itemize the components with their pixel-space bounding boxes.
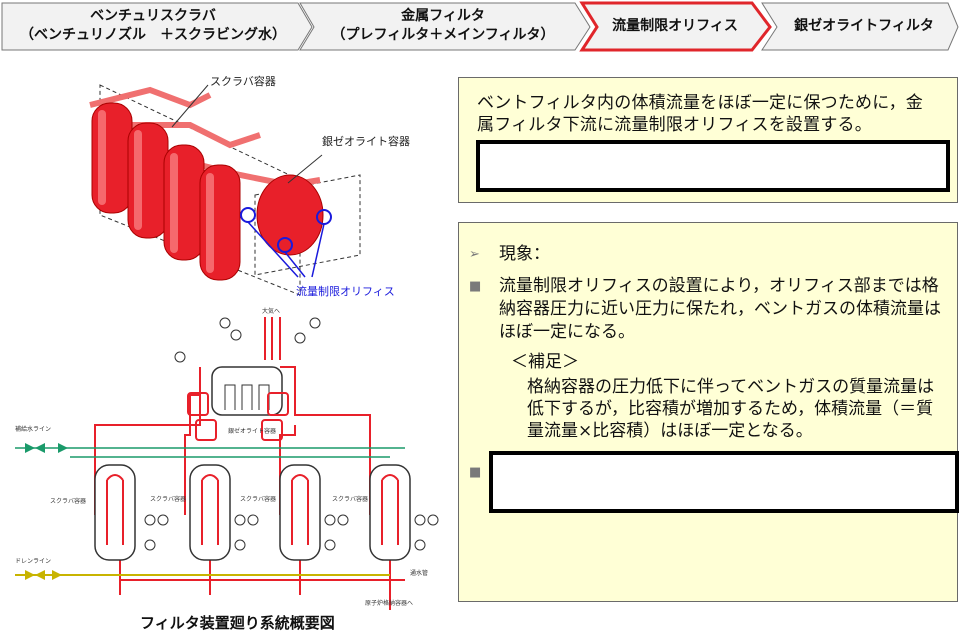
step-1: ベンチュリスクラバ （ベンチュリノズル ＋スクラビング水） [8,0,298,52]
vessel-label-4: スクラバ容器 [332,495,368,503]
filter-3d-illustration: スクラバ容器 銀ゼオライト容器 流量制限オリフィス [89,74,410,298]
system-schematic: 大気へ 銀ゼオライト容器 [15,307,439,610]
instrument-bubbles [174,317,321,363]
step-4-shape [761,2,959,51]
drain-valves [25,570,62,580]
supplement-heading: ＜補足＞ [511,352,579,372]
zeolite-small-label: 銀ゼオライト容器 [228,427,276,435]
step-3: 流量制限オリフィス [596,0,754,52]
vessel-label-1: スクラバ容器 [50,497,86,505]
step-2-subtitle: （プレフィルタ＋メインフィルタ） [331,27,555,43]
phenomenon-box: ➢ 現象： ■ 流量制限オリフィスの設置により，オリフィス部までは格納容器圧力に… [458,222,959,602]
zeolite-unit [211,366,283,416]
square-bullet-icon: ■ [469,279,482,294]
purpose-box: ベントフィルタ内の体積流量をほぼ一定に保つために，金属フィルタ下流に流量制限オリ… [458,77,958,203]
step-1-title: ベンチュリスクラバ [90,8,216,24]
vessel-label-3: スクラバ容器 [240,495,276,503]
orifice-label: 流量制限オリフィス [296,284,395,298]
redacted-bullet-row: ■ [469,461,493,485]
makeup-water-label: 補給水ライン [15,425,51,433]
phenomenon-heading-row: ➢ 現象： [469,243,949,267]
scrubber-label: スクラバ容器 [210,74,276,88]
orifice-leaders [247,221,325,278]
vessel-label-2: スクラバ容器 [150,495,186,503]
scrubber-vessel-group [94,464,411,561]
square-bullet-icon-2: ■ [469,465,482,480]
pipe-label: 通水管 [410,569,428,577]
purpose-text: ベントフィルタ内の体積流量をほぼ一定に保つために，金属フィルタ下流に流量制限オリ… [477,93,924,135]
zeolite-vessel [256,174,324,256]
step-3-title: 流量制限オリフィス [612,17,738,34]
containment-line-label: 原子炉格納容器へ [365,599,413,607]
phenomenon-description-row: ■ 流量制限オリフィスの設置により，オリフィス部までは格納容器圧力に近い圧力に保… [469,275,949,347]
step-4-title: 銀ゼオライトフィルタ [794,17,934,34]
redacted-block-2 [489,451,959,513]
process-lines-red [94,317,405,610]
zeolite-frame [254,174,361,276]
steps-shapes [1,1,959,52]
step-2-title: 金属フィルタ [401,8,485,24]
vent-to-atmosphere: 大気へ [262,307,280,315]
redacted-block-1 [476,140,950,192]
water-valves [25,443,68,453]
scrubber-vessels [91,102,241,281]
drain-line-label: ドレンライン [15,558,51,565]
step-4: 銀ゼオライトフィルタ [776,0,952,52]
phenomenon-heading: 現象： [499,244,550,264]
supplement-text: 格納容器の圧力低下に伴ってベントガスの質量流量は低下するが，比容積が増加するため… [527,377,935,441]
process-steps: ベンチュリスクラバ （ベンチュリノズル ＋スクラビング水） 金属フィルタ （プレ… [0,0,960,52]
step-3-shape [579,1,772,52]
arrow-bullet-icon: ➢ [469,247,480,262]
zeolite-label: 銀ゼオライト容器 [322,134,410,148]
step-1-subtitle: （ベンチュリノズル ＋スクラビング水） [20,27,286,43]
phenomenon-description: 流量制限オリフィスの設置により，オリフィス部までは格納容器圧力に近い圧力に保たれ… [499,276,941,342]
figure-caption: フィルタ装置廻り系統概要図 [140,614,335,632]
step-1-shape [1,2,313,51]
water-lines [15,447,405,458]
orifice-highlights [187,392,289,441]
step-2-shape [299,2,591,51]
step-2: 金属フィルタ （プレフィルタ＋メインフィルタ） [312,0,574,52]
